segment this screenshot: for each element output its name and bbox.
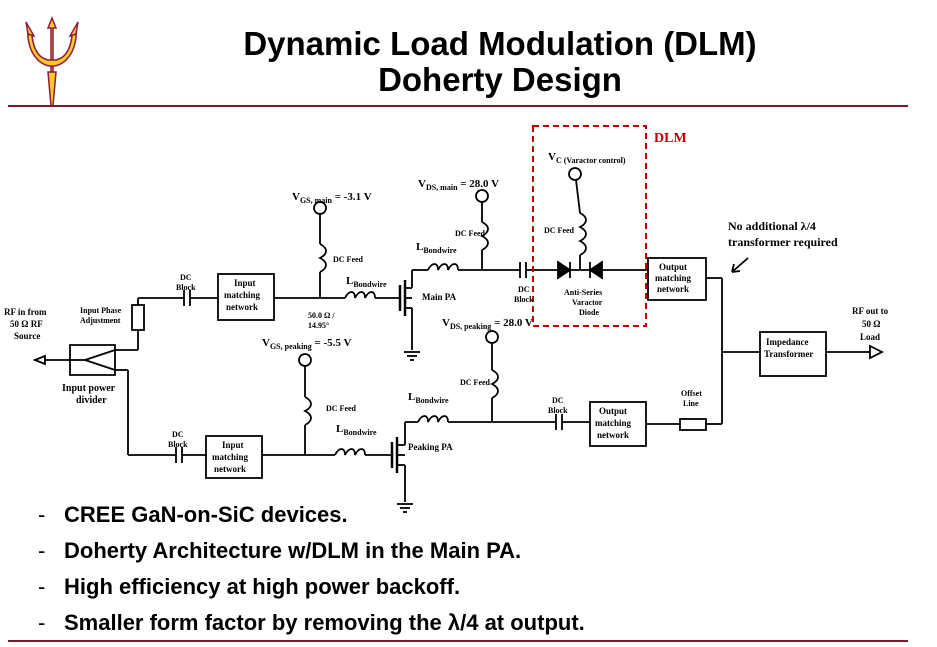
bullet-item: -CREE GaN-on-SiC devices.: [38, 497, 585, 533]
bullet-marker: -: [38, 574, 46, 599]
vgs-peak-label: VGS, peaking = -5.5 V: [262, 337, 351, 351]
varactor-label-3: Diode: [579, 308, 599, 317]
rf-out-label-3: Load: [860, 332, 880, 342]
input-match-main-3: network: [226, 302, 258, 312]
dc-feed-main-drain: DC Feed: [455, 229, 486, 238]
dc-block-peak-out-2: Block: [548, 406, 568, 415]
output-match-peak-1: Output: [599, 406, 627, 416]
footer-divider: [8, 640, 908, 642]
offset-line-1: Offset: [681, 389, 702, 398]
vgs-main-label: VGS, main = -3.1 V: [292, 191, 372, 205]
title-line-1: Dynamic Load Modulation (DLM): [243, 25, 757, 62]
bullet-marker: -: [38, 538, 46, 563]
bullet-marker: -: [38, 502, 46, 527]
dc-feed-peak-drain: DC Feed: [460, 378, 491, 387]
input-match-main-1: Input: [234, 278, 256, 288]
no-lambda-note-1: No additional λ/4: [728, 219, 816, 233]
output-match-main-2: matching: [655, 273, 692, 283]
bullet-list: -CREE GaN-on-SiC devices. -Doherty Archi…: [38, 497, 585, 641]
bullet-marker: -: [38, 610, 46, 635]
dc-feed-main-gate: DC Feed: [333, 255, 364, 264]
title-divider: [8, 105, 908, 107]
input-match-peak-2: matching: [212, 452, 249, 462]
output-match-main-1: Output: [659, 262, 687, 272]
vds-peak-label: VDS, peaking = 28.0 V: [442, 317, 533, 331]
dlm-label: DLM: [654, 131, 687, 146]
main-pa-label: Main PA: [422, 292, 457, 302]
dc-block-peak-2: Block: [168, 440, 188, 449]
bullet-item: -Doherty Architecture w/DLM in the Main …: [38, 533, 585, 569]
input-match-peak-1: Input: [222, 440, 244, 450]
rf-in-label-2: 50 Ω RF: [10, 319, 43, 329]
bullet-item: -Smaller form factor by removing the λ/4…: [38, 605, 585, 641]
title-line-2: Doherty Design: [378, 61, 622, 98]
vds-main-label: VDS, main = 28.0 V: [418, 178, 499, 192]
dc-feed-peak-gate: DC Feed: [326, 404, 357, 413]
l-bondwire-peak-drain: LBondwire: [408, 391, 449, 405]
l-bondwire-main-gate: LBondwire: [346, 275, 387, 289]
peaking-pa-label: Peaking PA: [408, 442, 453, 452]
dc-block-drain-2: Block: [514, 295, 534, 304]
input-match-peak-3: network: [214, 464, 246, 474]
l-bondwire-peak-gate: LBondwire: [336, 423, 377, 437]
varactor-label-2: Varactor: [572, 298, 603, 307]
dc-block-main-2: Block: [176, 283, 196, 292]
rf-out-label-2: 50 Ω: [862, 319, 880, 329]
line-imp-2: 14.95°: [308, 321, 329, 330]
divider-label-1: Input power: [62, 383, 116, 394]
dc-block-peak-out-1: DC: [552, 396, 564, 405]
phase-adjust-label-2: Adjustment: [80, 316, 121, 325]
impedance-transformer-2: Transformer: [764, 349, 813, 359]
dlm-highlight-box: [532, 125, 647, 327]
dc-block-peak-1: DC: [172, 430, 184, 439]
line-imp-1: 50.0 Ω /: [308, 311, 335, 320]
offset-line-2: Line: [683, 399, 699, 408]
divider-label-2: divider: [76, 395, 107, 406]
dc-feed-varactor: DC Feed: [544, 226, 575, 235]
varactor-label-1: Anti-Series: [564, 288, 602, 297]
no-lambda-note-2: transformer required: [728, 235, 838, 249]
impedance-transformer-1: Impedance: [766, 337, 809, 347]
pitchfork-logo-icon: [25, 15, 79, 107]
vc-label: VC (Varactor control): [548, 151, 626, 165]
output-match-peak-2: matching: [595, 418, 632, 428]
bullet-item: -High efficiency at high power backoff.: [38, 569, 585, 605]
rf-in-label-3: Source: [14, 331, 40, 341]
dlm-doherty-schematic: RF in from 50 Ω RF Source Input power di…: [4, 125, 889, 513]
rf-out-label-1: RF out to: [852, 306, 889, 316]
dc-block-drain-1: DC: [518, 285, 530, 294]
rf-in-label-1: RF in from: [4, 307, 47, 317]
output-match-main-3: network: [657, 284, 689, 294]
l-bondwire-main-drain: LBondwire: [416, 241, 457, 255]
output-match-peak-3: network: [597, 430, 629, 440]
phase-adjust-label-1: Input Phase: [80, 306, 122, 315]
dc-block-main-1: DC: [180, 273, 192, 282]
input-match-main-2: matching: [224, 290, 261, 300]
